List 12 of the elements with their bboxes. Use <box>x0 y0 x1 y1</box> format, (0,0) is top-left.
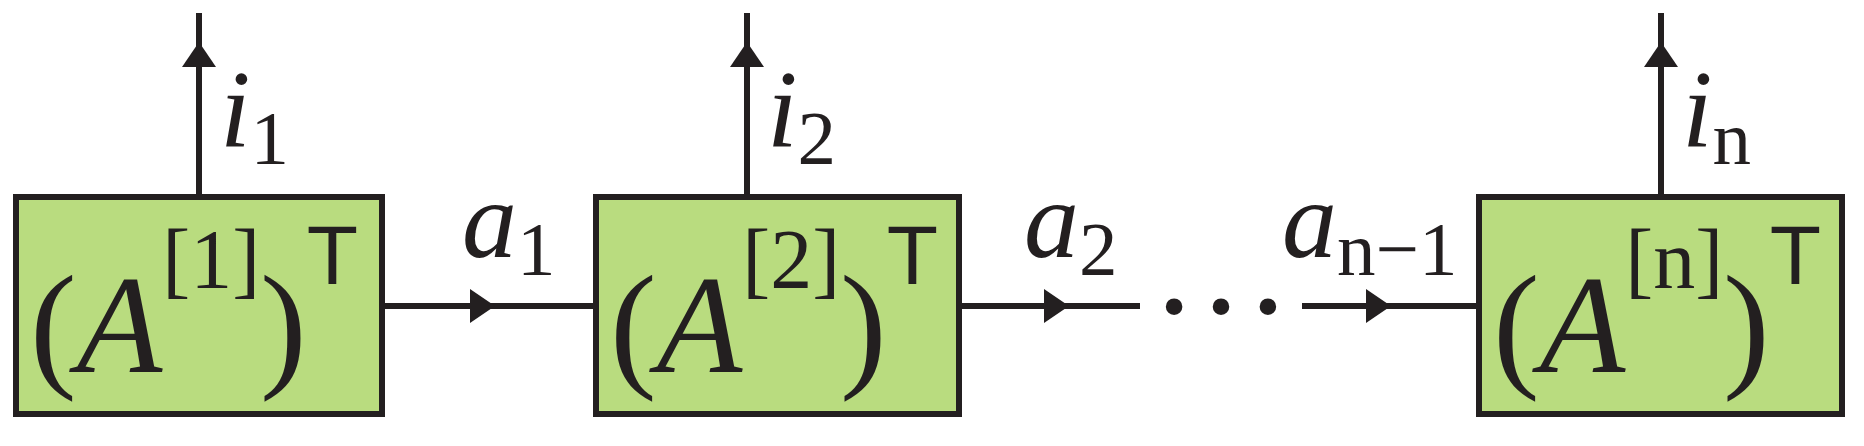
matrix-label: (A$^{[n]}$)$^{T}$ <box>1493 218 1822 404</box>
ellipsis: … <box>1140 296 1302 316</box>
matrix-box <box>593 194 962 417</box>
arrow <box>730 13 764 194</box>
matrix-box <box>13 194 385 417</box>
arrow <box>962 289 1140 323</box>
matrix-box <box>1476 194 1845 417</box>
matrix-label: (A$^{[2]}$)$^{T}$ <box>610 218 939 404</box>
arrow <box>1302 289 1476 323</box>
matrix-label: (A$^{[1]}$)$^{T}$ <box>30 218 359 404</box>
arrow <box>385 289 593 323</box>
arrow <box>182 13 216 194</box>
